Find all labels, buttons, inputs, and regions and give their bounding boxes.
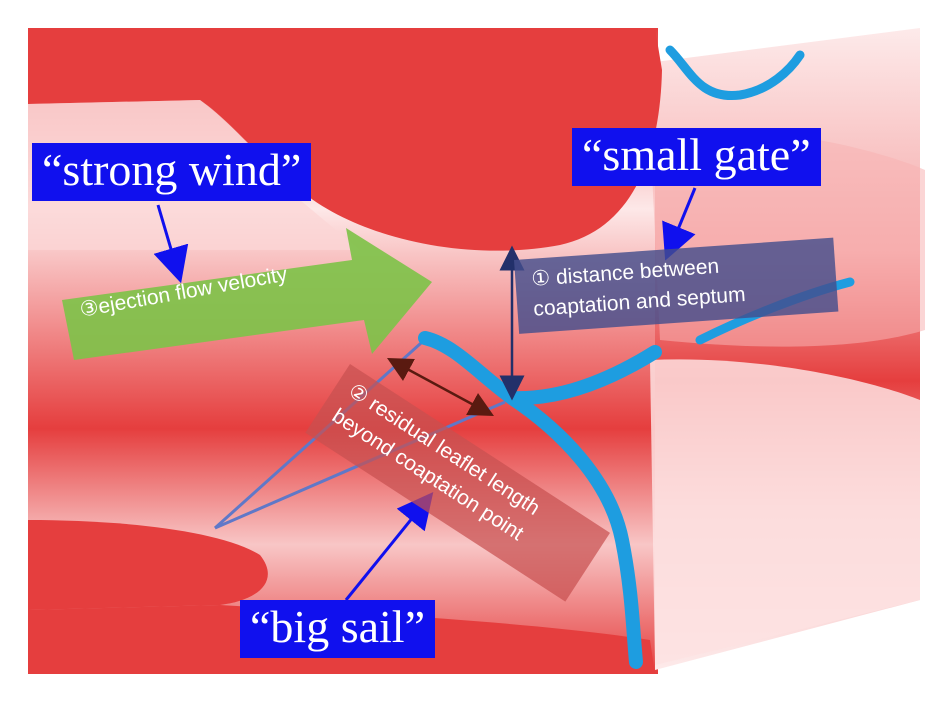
strong-wind-callout: “strong wind” bbox=[32, 143, 312, 201]
aortic-leaflet-top bbox=[665, 45, 805, 101]
posterior-leaflet bbox=[505, 391, 643, 669]
sail-pointer-arrow bbox=[344, 492, 434, 601]
residual-arrow bbox=[387, 358, 494, 416]
wind-pointer-arrow bbox=[153, 204, 189, 284]
septal-bulge bbox=[28, 28, 662, 251]
small-gate-callout: “small gate” bbox=[572, 128, 821, 186]
aortic-cusp-lower bbox=[650, 359, 920, 665]
ejection-flow-arrow bbox=[62, 228, 432, 360]
papillary-muscle bbox=[28, 520, 268, 610]
big-sail-callout: “big sail” bbox=[240, 600, 435, 658]
gate-pointer-arrow bbox=[662, 187, 697, 261]
